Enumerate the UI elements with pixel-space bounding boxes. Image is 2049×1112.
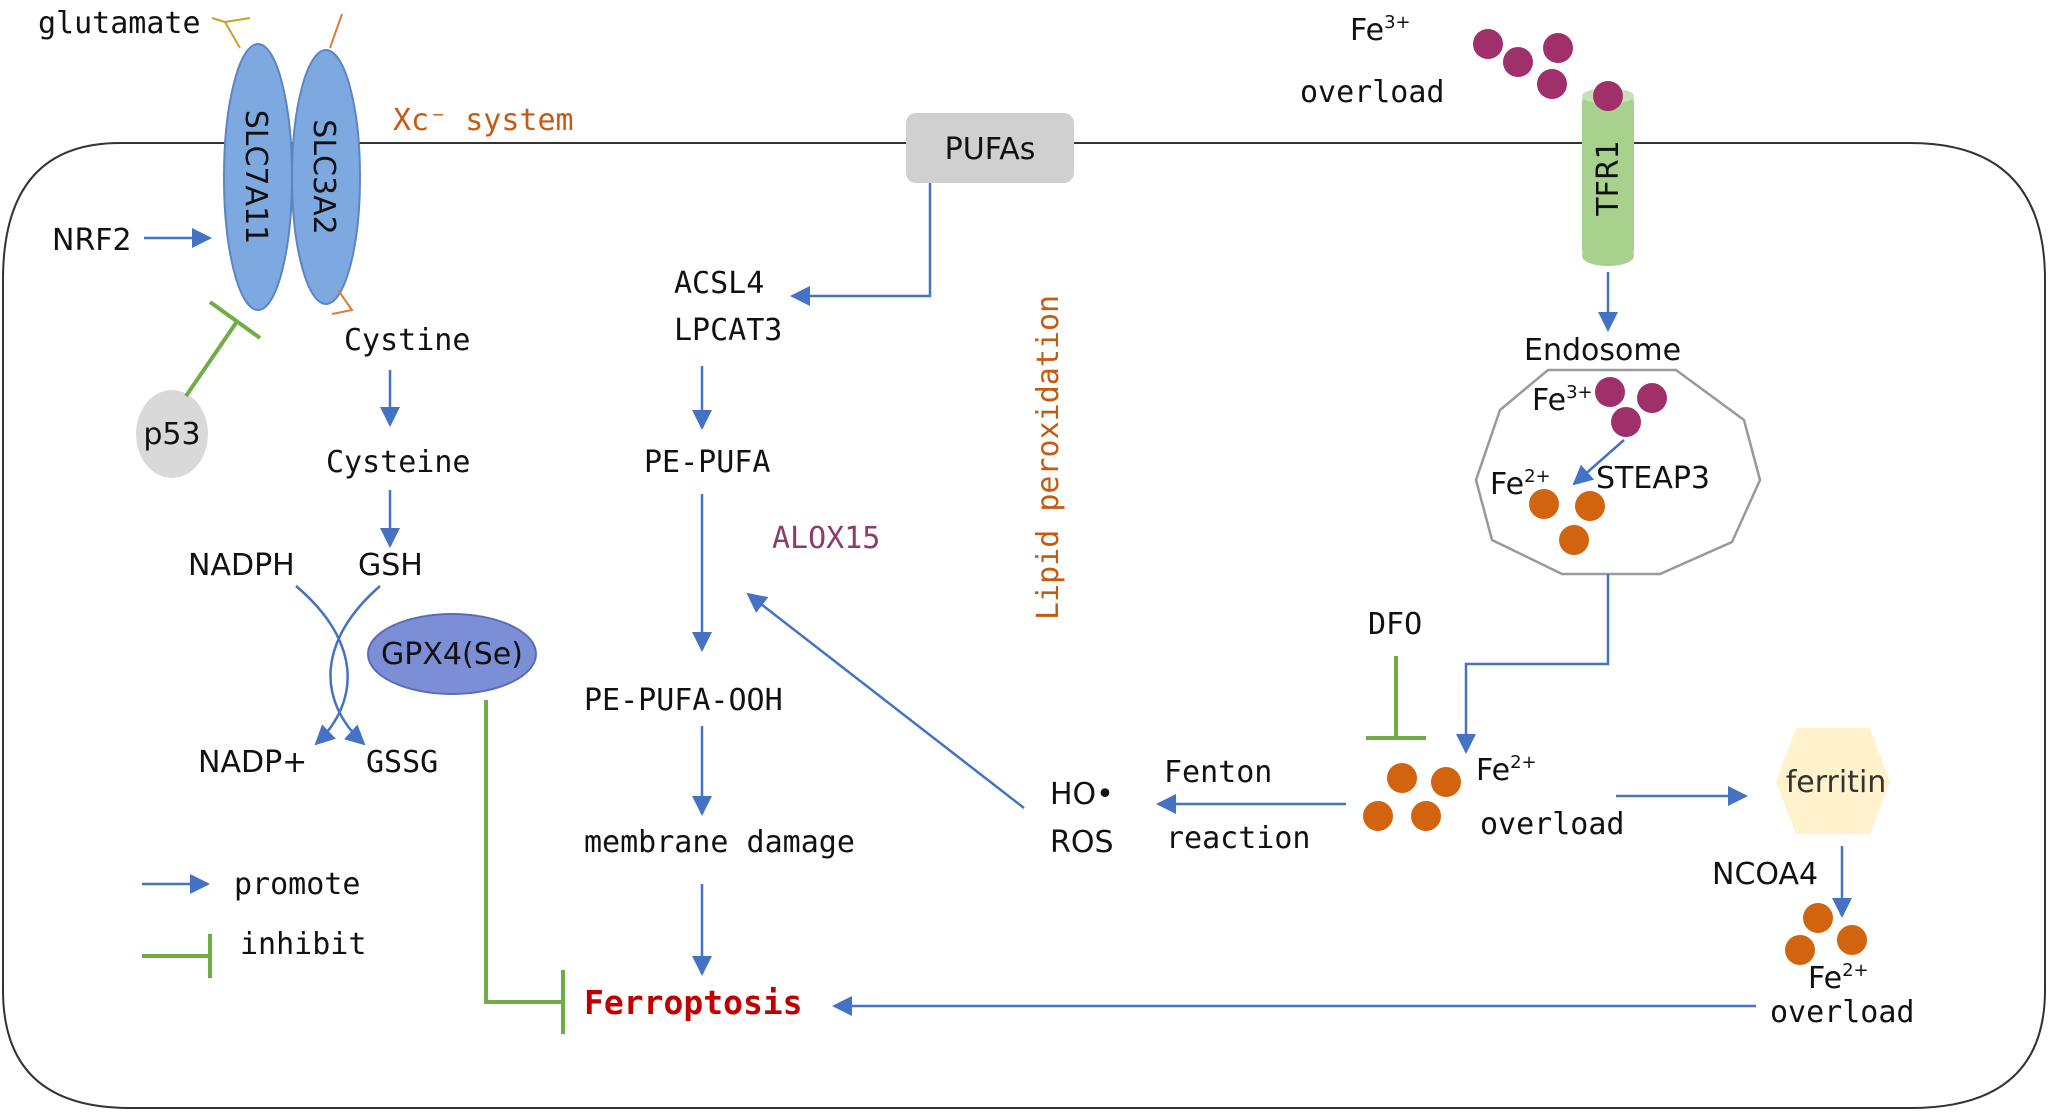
- overload-mid-label: overload: [1480, 807, 1625, 842]
- glutamate-label: glutamate: [38, 6, 201, 41]
- ferritin-label: ferritin: [1786, 765, 1887, 800]
- slc7a11-transporter: SLC7A11: [223, 43, 293, 311]
- fe2-ions-endosome: [1529, 489, 1605, 555]
- overload-bot-label: overload: [1770, 995, 1915, 1030]
- gpx4-label: GPX4(Se): [381, 637, 523, 672]
- legend-inhibit-symbol: [142, 934, 212, 978]
- endosome-polygon: [1474, 368, 1762, 576]
- cystine-label: Cystine: [344, 323, 470, 358]
- slc3a2-label: SLC3A2: [306, 119, 341, 234]
- nrf2-label: NRF2: [52, 223, 132, 258]
- fe3-top-label: Fe3+: [1350, 12, 1411, 48]
- fe3-endo-label: Fe3+: [1532, 382, 1593, 418]
- p53-label: p53: [143, 417, 200, 452]
- nadph-to-nadp-curve: [295, 585, 349, 746]
- ho-radical-label: HO•: [1050, 777, 1114, 812]
- slc7a11-label: SLC7A11: [238, 110, 273, 245]
- legend-promote-label: promote: [234, 867, 360, 902]
- fe3-ions-endosome: [1595, 377, 1667, 437]
- gsh-label: GSH: [358, 548, 423, 583]
- gssg-label: GSSG: [366, 745, 438, 780]
- p53-inhibit-line: [184, 300, 262, 398]
- ferroptosis-label: Ferroptosis: [584, 983, 803, 1022]
- fe2-ions-overload: [1363, 763, 1461, 831]
- reaction-label: reaction: [1166, 821, 1311, 856]
- membrane-damage-label: membrane damage: [584, 825, 855, 860]
- fenton-label: Fenton: [1164, 755, 1272, 790]
- fe2-endo-label: Fe2+: [1490, 466, 1551, 502]
- p53-node: [136, 390, 208, 478]
- pe-pufa-label: PE-PUFA: [644, 445, 770, 480]
- glutamate-out-arrow: [211, 17, 251, 49]
- lipid-peroxidation-label: Lipid peroxidation: [1031, 295, 1066, 620]
- gpx4-inhibit-line: [484, 700, 565, 1034]
- gpx4-node: [367, 613, 537, 695]
- cysteine-label: Cysteine: [326, 445, 471, 480]
- pufas-to-acsl4-arrow: [790, 183, 932, 306]
- alox15-label: ALOX15: [772, 521, 880, 556]
- gsh-to-gssg-curve: [329, 585, 381, 746]
- fe2-mid-label: Fe2+: [1476, 752, 1537, 788]
- pufas-label: PUFAs: [945, 132, 1036, 167]
- ferritin-hexagon: [1776, 728, 1890, 834]
- slc3a2-transporter: SLC3A2: [291, 49, 361, 305]
- ros-to-alox15-arrow: [746, 592, 1025, 809]
- tfr1-receptor: TFR1: [1582, 88, 1634, 266]
- tfr1-label: TFR1: [1591, 140, 1626, 217]
- steap3-label: STEAP3: [1596, 461, 1710, 496]
- pe-pufa-ooh-label: PE-PUFA-OOH: [584, 683, 783, 718]
- fe3-ion-on-tfr1: [1593, 81, 1623, 111]
- overload-top-label: overload: [1300, 75, 1445, 110]
- acsl4-label: ACSL4: [674, 266, 764, 301]
- cystine-in-arrow: [329, 13, 354, 315]
- ncoa4-label: NCOA4: [1712, 857, 1818, 892]
- xc-system-label: Xc⁻ system: [393, 103, 574, 138]
- dfo-label: DFO: [1368, 607, 1422, 642]
- dfo-inhibit-line: [1366, 656, 1426, 740]
- endosome-label: Endosome: [1524, 333, 1681, 368]
- fe2-bot-label: Fe2+: [1808, 960, 1869, 996]
- nadp-label: NADP+: [198, 745, 307, 780]
- ros-label: ROS: [1050, 825, 1114, 860]
- legend: promote inhibit: [142, 867, 366, 978]
- pufas-box: [906, 113, 1074, 183]
- cell-membrane: [1, 142, 2046, 1109]
- steap3-reduction-arrow: [1572, 439, 1625, 486]
- nadph-label: NADPH: [188, 548, 295, 583]
- endosome-to-fe2-arrow: [1456, 574, 1610, 754]
- fe3-ions-extracellular: [1473, 29, 1573, 99]
- lpcat3-label: LPCAT3: [674, 313, 782, 348]
- fe2-ions-ferritinophagy: [1785, 903, 1867, 965]
- legend-inhibit-label: inhibit: [240, 927, 366, 962]
